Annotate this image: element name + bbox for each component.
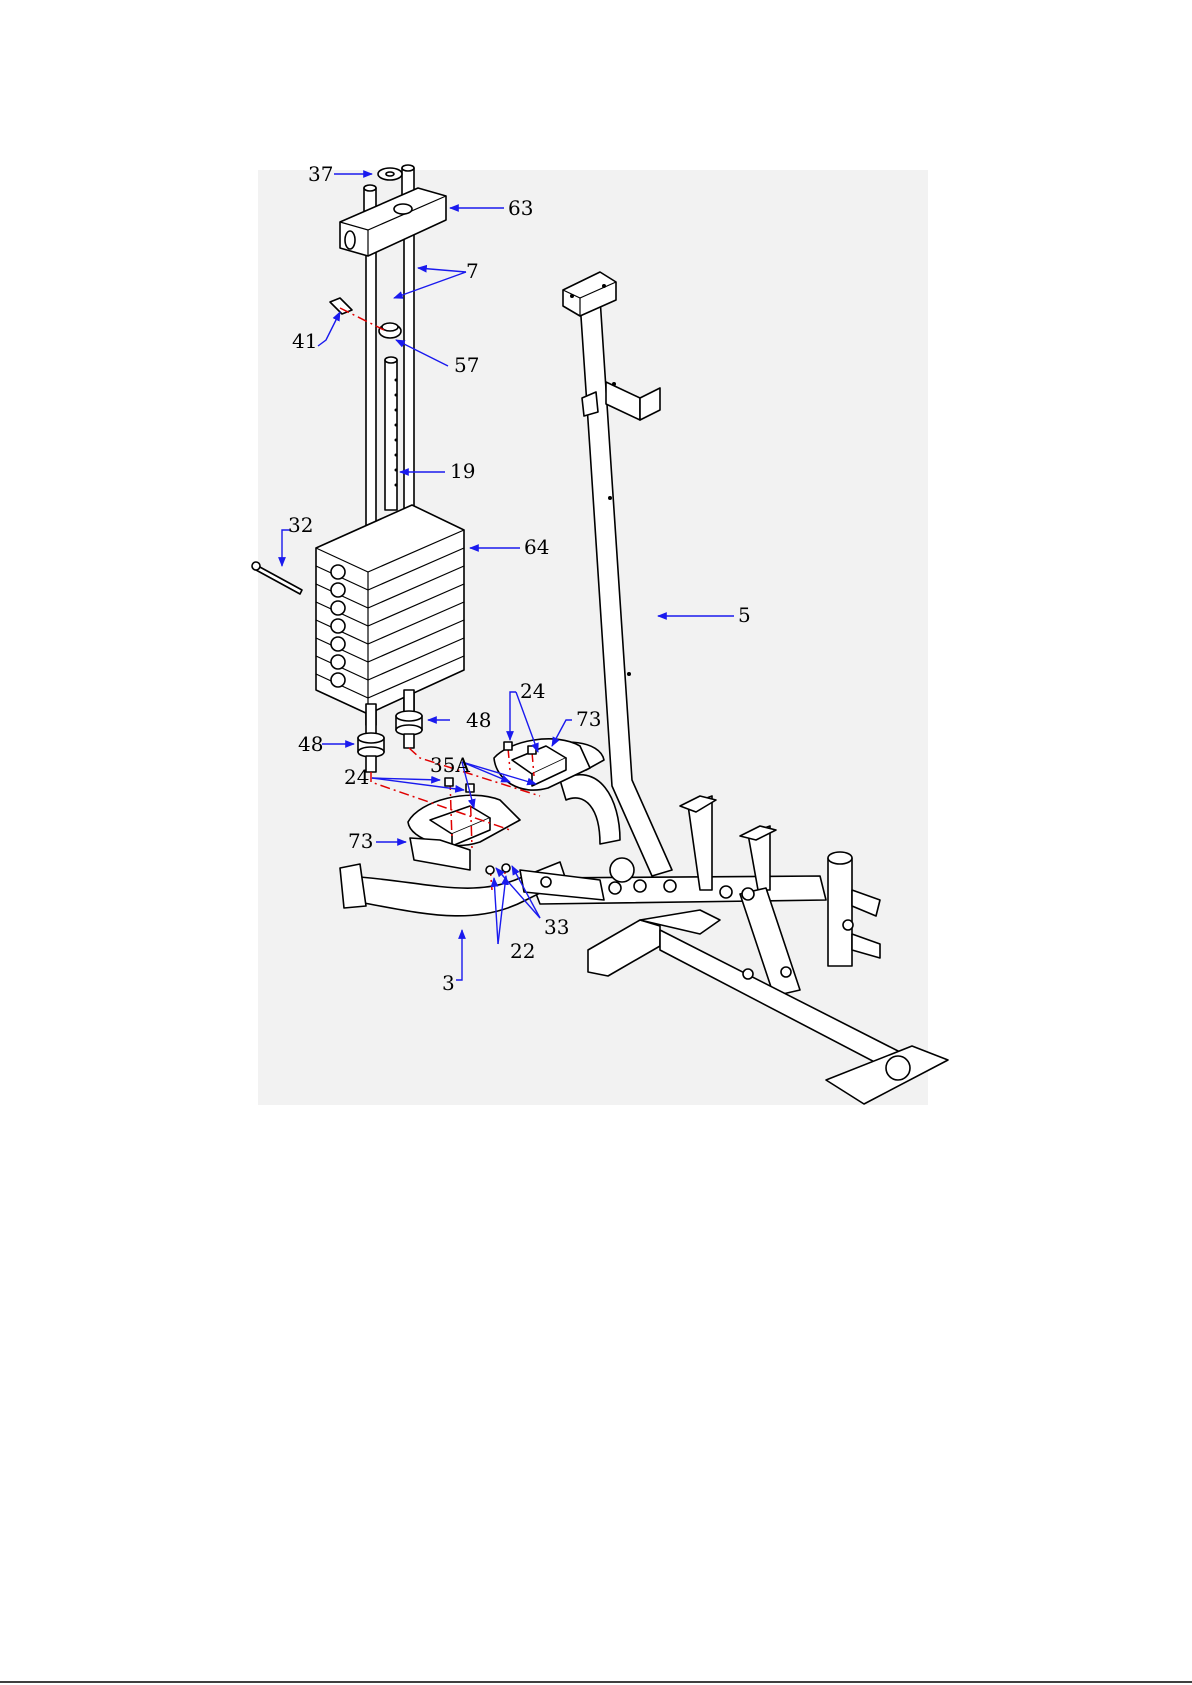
label-19: 19 (450, 459, 475, 483)
label-57: 57 (454, 353, 479, 377)
label-48-left: 48 (298, 732, 323, 756)
label-33: 33 (544, 915, 569, 939)
label-48-right: 48 (466, 708, 491, 732)
label-5: 5 (738, 603, 751, 627)
label-35a: 35A (430, 753, 470, 777)
label-64: 64 (524, 535, 549, 559)
label-24-upper: 24 (520, 679, 545, 703)
label-73-upper: 73 (576, 707, 601, 731)
label-3: 3 (442, 971, 455, 995)
label-73-lower: 73 (348, 829, 373, 853)
label-24-lower: 24 (344, 765, 369, 789)
selector-rod (385, 360, 397, 510)
label-22: 22 (510, 939, 535, 963)
label-41: 41 (292, 329, 317, 353)
label-63: 63 (508, 196, 533, 220)
label-32: 32 (288, 513, 313, 537)
label-37: 37 (308, 162, 333, 186)
label-7: 7 (466, 259, 479, 283)
